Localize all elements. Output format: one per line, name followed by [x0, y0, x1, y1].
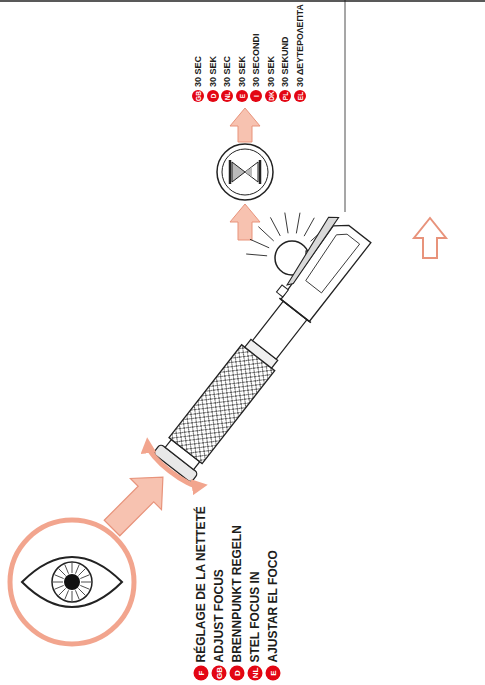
- iris-line: [75, 564, 79, 573]
- flow-arrow: [230, 108, 260, 142]
- language-item: F RÉGLAGE DE LA NETTETÉ: [194, 506, 209, 680]
- language-item: NL STEL FOCUS IN: [248, 571, 263, 680]
- language-item: DK 30 SEK: [265, 56, 277, 102]
- instruction-text: AJUSTAR EL FOCO: [266, 550, 281, 662]
- language-badge: NL: [221, 90, 233, 102]
- language-item: D 30 SEK: [207, 56, 219, 102]
- flow-arrow: [230, 204, 260, 240]
- light-line: [345, 0, 346, 212]
- iris-line: [80, 585, 89, 589]
- iris-line: [81, 582, 91, 583]
- instruction-text: RÉGLAGE DE LA NETTETÉ: [194, 506, 209, 662]
- light-ray: [304, 218, 314, 236]
- language-badge: GB: [192, 90, 204, 102]
- language-badge: E: [236, 90, 248, 102]
- instruction-text: 30 SEKUND: [279, 36, 291, 87]
- light-ray: [250, 239, 269, 248]
- instruction-text: 30 SEK: [265, 56, 277, 87]
- iris-line: [65, 564, 69, 573]
- instruction-text: 30 SECONDI: [250, 33, 262, 87]
- iris-line: [78, 588, 85, 595]
- refractometer: [144, 211, 383, 491]
- hourglass-icon: [217, 144, 273, 200]
- language-item: E 30 SEK: [236, 56, 248, 102]
- iris-line: [72, 563, 73, 573]
- language-item: GB 30 SEC: [192, 56, 204, 102]
- language-badge: PL: [279, 90, 291, 102]
- iris-line: [59, 588, 66, 595]
- iris-line: [75, 590, 79, 599]
- instruction-text: BRENNPUNKT REGELN: [230, 525, 245, 662]
- language-badge: D: [207, 90, 219, 102]
- language-badge: DK: [265, 90, 277, 102]
- language-item: D BRENNPUNKT REGELN: [230, 525, 245, 680]
- instruction-text: STEL FOCUS IN: [248, 571, 263, 662]
- iris-line: [80, 575, 89, 579]
- language-badge: NL: [248, 665, 263, 680]
- language-item: PL 30 SEKUND: [279, 36, 291, 102]
- language-badge: E: [266, 665, 281, 680]
- instruction-text: ADJUST FOCUS: [212, 569, 227, 662]
- frame-line: [0, 0, 485, 2]
- language-badge: EL: [294, 90, 306, 102]
- iris-line: [78, 569, 85, 576]
- language-badge: F: [194, 665, 209, 680]
- light-ray: [296, 213, 300, 234]
- iris-line: [54, 585, 63, 589]
- iris-line: [54, 575, 63, 579]
- language-badge: GB: [212, 665, 227, 680]
- iris-line: [59, 569, 66, 576]
- instruction-text: 30 SEC: [192, 56, 204, 87]
- next-arrow: [414, 218, 446, 258]
- light-ray: [285, 213, 288, 234]
- look-arrow: [96, 462, 178, 544]
- language-item: E AJUSTAR EL FOCO: [266, 550, 281, 680]
- language-badge: I: [250, 90, 262, 102]
- eye-icon: [10, 520, 134, 644]
- instruction-text: 30 SEK: [236, 56, 248, 87]
- instruction-text: 30 ΔΕΥΤΕΡΟΛΕΠΤΑ: [294, 4, 306, 87]
- language-item: NL 30 SEC: [221, 56, 233, 102]
- light-ray: [270, 217, 280, 236]
- instruction-text: 30 SEC: [221, 56, 233, 87]
- iris-line: [53, 582, 63, 583]
- light-ray: [246, 254, 267, 256]
- instruction-text: 30 SEK: [207, 56, 219, 87]
- iris-line: [72, 591, 73, 601]
- language-item: GB ADJUST FOCUS: [212, 569, 227, 680]
- light-ray: [258, 227, 273, 241]
- language-badge: D: [230, 665, 245, 680]
- language-item: EL 30 ΔΕΥΤΕΡΟΛΕΠΤΑ: [294, 4, 306, 102]
- language-item: I 30 SECONDI: [250, 33, 262, 102]
- iris-line: [65, 590, 69, 599]
